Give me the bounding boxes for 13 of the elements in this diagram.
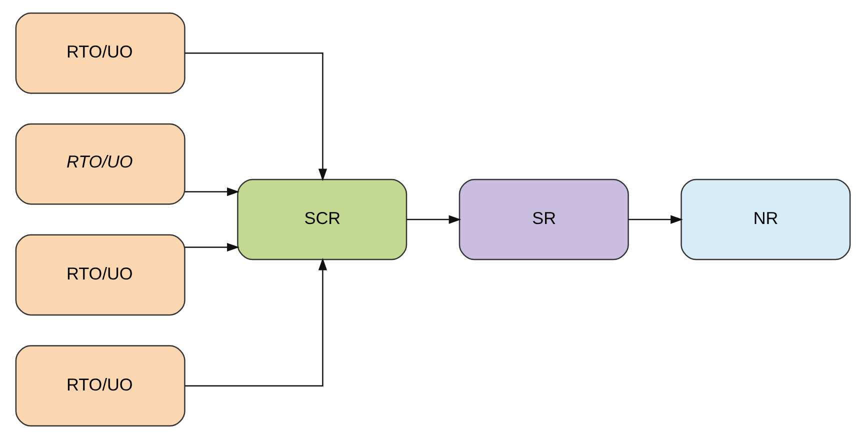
node-box: RTO/UO: [14, 123, 185, 205]
arrow: [628, 215, 682, 224]
node-box: SR: [458, 178, 628, 260]
arrow: [184, 258, 327, 386]
node-box: RTO/UO: [14, 234, 185, 316]
arrow: [406, 215, 461, 224]
node-box: SCR: [236, 178, 407, 260]
arrow: [184, 187, 239, 196]
node-box: RTO/UO: [14, 12, 185, 94]
node-box: RTO/UO: [14, 345, 185, 426]
node-box: NR: [680, 178, 850, 260]
arrow: [184, 52, 327, 182]
arrow: [184, 242, 239, 252]
